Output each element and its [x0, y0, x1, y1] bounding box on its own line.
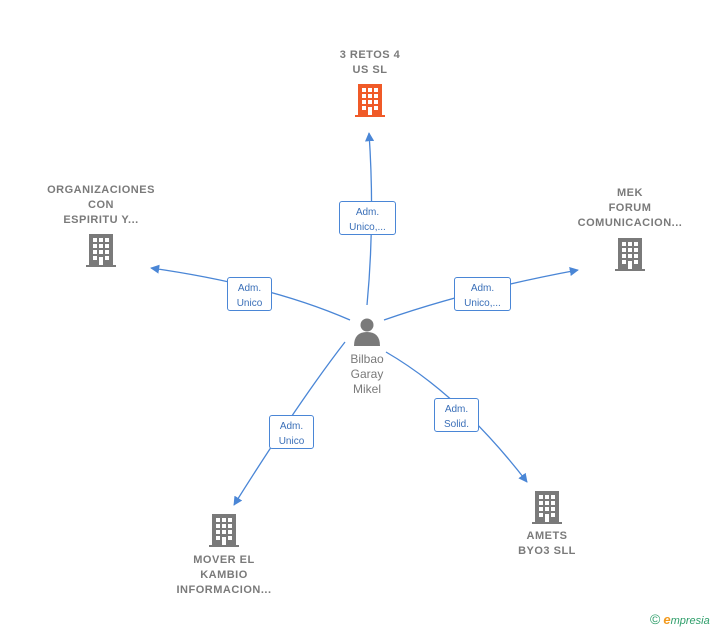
- company-label-retos[interactable]: 3 RETOS 4 US SL: [280, 48, 460, 78]
- relation-text: Adm.: [470, 283, 495, 294]
- relation-label-retos[interactable]: Adm. Unico,...: [339, 201, 396, 235]
- company-name-line: MEK: [617, 187, 643, 199]
- building-icon-amets[interactable]: [532, 491, 562, 524]
- company-name-line: MOVER EL: [193, 554, 255, 566]
- company-name-line: ESPIRITU Y...: [63, 214, 139, 226]
- brand-name: mpresia: [670, 615, 710, 627]
- company-name-line: KAMBIO: [200, 569, 248, 581]
- copyright-icon: ©: [650, 611, 661, 627]
- person-name-line: Mikel: [352, 382, 381, 396]
- building-icon-organizaciones[interactable]: [86, 234, 116, 267]
- relation-text: Adm.: [355, 207, 380, 218]
- company-label-amets[interactable]: AMETS BYO3 SLL: [457, 529, 637, 559]
- company-label-mek[interactable]: MEK FORUM COMUNICACION...: [540, 186, 720, 231]
- relation-text: Unico,...: [464, 298, 501, 309]
- edge-mover: [233, 341, 346, 506]
- building-icon-retos[interactable]: [355, 84, 385, 117]
- relation-label-organizaciones[interactable]: Adm. Unico: [227, 277, 272, 311]
- company-name-line: INFORMACION...: [176, 584, 272, 596]
- company-name-line: CON: [88, 199, 114, 211]
- relation-text: Unico,...: [349, 222, 386, 233]
- relation-label-mek[interactable]: Adm. Unico,...: [454, 277, 511, 311]
- company-name-line: ORGANIZACIONES: [47, 184, 155, 196]
- relation-label-mover[interactable]: Adm. Unico: [269, 415, 314, 449]
- company-name-line: COMUNICACION...: [577, 217, 683, 229]
- relation-text: Adm.: [444, 404, 469, 415]
- icon-layer: [86, 84, 645, 547]
- relation-text: Adm.: [279, 421, 304, 432]
- building-icon-mover[interactable]: [209, 514, 239, 547]
- person-name-line: Bilbao: [350, 352, 384, 366]
- relation-text: Unico: [278, 436, 305, 447]
- company-name-line: 3 RETOS 4: [339, 49, 401, 61]
- relation-text: Unico: [236, 298, 263, 309]
- relation-text: Adm.: [237, 283, 262, 294]
- empresia-logo[interactable]: ©empresia: [650, 611, 710, 627]
- relation-label-amets[interactable]: Adm. Solid.: [434, 398, 479, 432]
- person-icon[interactable]: [354, 318, 380, 347]
- company-label-organizaciones[interactable]: ORGANIZACIONES CON ESPIRITU Y...: [11, 183, 191, 228]
- company-name-line: BYO3 SLL: [518, 545, 576, 557]
- company-name-line: US SL: [352, 64, 388, 76]
- building-icon-mek[interactable]: [615, 238, 645, 271]
- brand-initial: e: [663, 612, 671, 627]
- company-name-line: AMETS: [526, 530, 568, 542]
- relation-text: Solid.: [443, 419, 469, 430]
- company-name-line: FORUM: [608, 202, 652, 214]
- person-name-line: Garay: [350, 367, 384, 381]
- company-label-mover[interactable]: MOVER EL KAMBIO INFORMACION...: [134, 553, 314, 598]
